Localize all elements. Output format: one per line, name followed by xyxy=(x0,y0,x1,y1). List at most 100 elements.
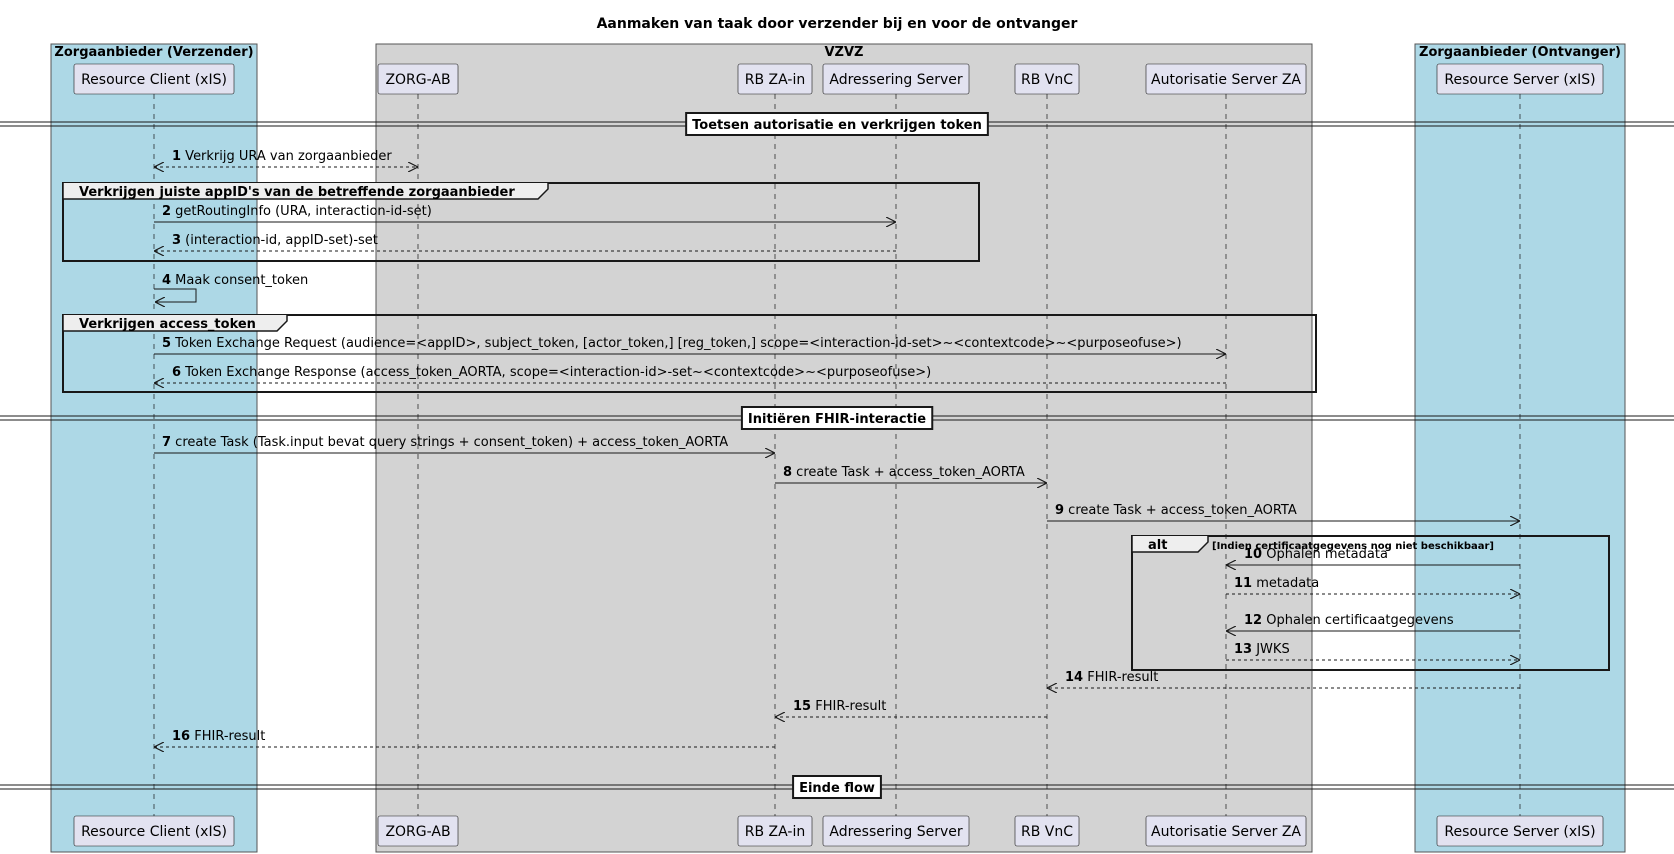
message-6: 6 Token Exchange Response (access_token_… xyxy=(154,365,1226,383)
message-text: create Task (Task.input bevat query stri… xyxy=(171,435,728,450)
separator-label: Initiëren FHIR-interactie xyxy=(748,412,926,427)
separator-label: Toetsen autorisatie en verkrijgen token xyxy=(692,118,982,133)
message-number: 14 xyxy=(1065,670,1083,685)
message-label: 7 create Task (Task.input bevat query st… xyxy=(162,435,728,450)
message-number: 9 xyxy=(1055,503,1064,518)
participant-label: Resource Server (xIS) xyxy=(1444,824,1595,840)
participant-label: Resource Client (xIS) xyxy=(81,824,227,840)
participant-zab-bottom: ZORG-AB xyxy=(377,815,459,847)
message-12: 12 Ophalen certificaatgegevens xyxy=(1226,613,1520,631)
message-text: FHIR-result xyxy=(1083,670,1158,685)
message-number: 16 xyxy=(172,729,190,744)
group-frame: Verkrijgen juiste appID's van de betreff… xyxy=(62,182,980,262)
participant-label: RB VnC xyxy=(1021,824,1073,840)
message-label: 1 Verkrijg URA van zorgaanbieder xyxy=(172,149,392,164)
participant-rbza-bottom: RB ZA-in xyxy=(737,815,813,847)
message-number: 3 xyxy=(172,233,181,248)
message-text: Token Exchange Request (audience=<appID>… xyxy=(171,336,1182,351)
message-number: 8 xyxy=(783,465,792,480)
participant-label: Autorisatie Server ZA xyxy=(1151,72,1301,88)
participant-adr-top: Adressering Server xyxy=(822,63,970,95)
message-number: 5 xyxy=(162,336,171,351)
message-label: 13 JWKS xyxy=(1234,642,1290,657)
separator: Einde flow xyxy=(0,775,1674,799)
participant-rbvnc-bottom: RB VnC xyxy=(1014,815,1080,847)
message-number: 6 xyxy=(172,365,181,380)
participant-label: Resource Server (xIS) xyxy=(1444,72,1595,88)
message-13: 13 JWKS xyxy=(1226,642,1520,660)
participant-rc-bottom: Resource Client (xIS) xyxy=(73,815,235,847)
participant-adr-bottom: Adressering Server xyxy=(822,815,970,847)
participant-rs-top: Resource Server (xIS) xyxy=(1436,63,1604,95)
message-text: metadata xyxy=(1252,576,1319,591)
message-text: JWKS xyxy=(1252,642,1290,657)
message-15: 15 FHIR-result xyxy=(775,699,1047,717)
message-number: 15 xyxy=(793,699,811,714)
message-number: 7 xyxy=(162,435,171,450)
separator-label: Einde flow xyxy=(799,781,875,796)
message-text: Ophalen metadata xyxy=(1262,547,1388,562)
message-label: 2 getRoutingInfo (URA, interaction-id-se… xyxy=(162,204,432,219)
message-text: FHIR-result xyxy=(190,729,265,744)
message-label: 6 Token Exchange Response (access_token_… xyxy=(172,365,931,380)
message-number: 13 xyxy=(1234,642,1252,657)
separator: Initiëren FHIR-interactie xyxy=(0,406,1674,430)
message-4: 4 Maak consent_token xyxy=(154,273,308,302)
message-2: 2 getRoutingInfo (URA, interaction-id-se… xyxy=(154,204,896,222)
message-number: 11 xyxy=(1234,576,1252,591)
message-label: 4 Maak consent_token xyxy=(162,273,308,288)
group-label: alt xyxy=(1148,538,1167,553)
group-label: Verkrijgen access_token xyxy=(79,317,256,332)
message-text: getRoutingInfo (URA, interaction-id-set) xyxy=(171,204,432,219)
message-number: 2 xyxy=(162,204,171,219)
message-text: Ophalen certificaatgegevens xyxy=(1262,613,1454,628)
box-label: Zorgaanbieder (Verzender) xyxy=(54,45,253,60)
group-condition: [Indien certificaatgegevens nog niet bes… xyxy=(1212,541,1494,552)
participant-label: RB VnC xyxy=(1021,72,1073,88)
message-3: 3 (interaction-id, appID-set)-set xyxy=(154,233,896,251)
group-label: Verkrijgen juiste appID's van de betreff… xyxy=(79,185,515,200)
message-text: FHIR-result xyxy=(811,699,886,714)
message-label: 14 FHIR-result xyxy=(1065,670,1158,685)
participant-rs-bottom: Resource Server (xIS) xyxy=(1436,815,1604,847)
box-label: VZVZ xyxy=(825,45,864,60)
message-number: 10 xyxy=(1244,547,1262,562)
message-label: 9 create Task + access_token_AORTA xyxy=(1055,503,1297,518)
message-7: 7 create Task (Task.input bevat query st… xyxy=(154,435,775,453)
message-8: 8 create Task + access_token_AORTA xyxy=(775,465,1047,483)
message-text: Maak consent_token xyxy=(171,273,308,288)
participant-label: Adressering Server xyxy=(829,72,962,88)
message-label: 3 (interaction-id, appID-set)-set xyxy=(172,233,378,248)
message-label: 8 create Task + access_token_AORTA xyxy=(783,465,1025,480)
message-label: 15 FHIR-result xyxy=(793,699,886,714)
participant-label: Resource Client (xIS) xyxy=(81,72,227,88)
message-label: 16 FHIR-result xyxy=(172,729,265,744)
message-number: 1 xyxy=(172,149,181,164)
participant-label: Autorisatie Server ZA xyxy=(1151,824,1301,840)
group-frame: Verkrijgen access_token xyxy=(62,314,1317,393)
message-label: 10 Ophalen metadata xyxy=(1244,547,1388,562)
participant-label: RB ZA-in xyxy=(745,72,805,88)
message-16: 16 FHIR-result xyxy=(154,729,775,747)
participant-label: ZORG-AB xyxy=(385,72,450,88)
message-label: 11 metadata xyxy=(1234,576,1319,591)
participant-label: RB ZA-in xyxy=(745,824,805,840)
participant-zab-top: ZORG-AB xyxy=(377,63,459,95)
diagram-title: Aanmaken van taak door verzender bij en … xyxy=(597,16,1078,32)
message-number: 4 xyxy=(162,273,171,288)
message-text: create Task + access_token_AORTA xyxy=(1064,503,1297,518)
participant-label: Adressering Server xyxy=(829,824,962,840)
message-text: Verkrijg URA van zorgaanbieder xyxy=(181,149,392,164)
message-text: Token Exchange Response (access_token_AO… xyxy=(181,365,931,380)
message-5: 5 Token Exchange Request (audience=<appI… xyxy=(154,336,1226,354)
participant-rbza-top: RB ZA-in xyxy=(737,63,813,95)
participant-asza-bottom: Autorisatie Server ZA xyxy=(1145,815,1307,847)
group-frame: alt [Indien certificaatgegevens nog niet … xyxy=(1131,535,1610,671)
message-text: (interaction-id, appID-set)-set xyxy=(181,233,378,248)
box-label: Zorgaanbieder (Ontvanger) xyxy=(1419,45,1621,60)
participant-box-vzvz: VZVZ xyxy=(375,43,1313,853)
message-9: 9 create Task + access_token_AORTA xyxy=(1047,503,1520,521)
message-1: 1 Verkrijg URA van zorgaanbieder xyxy=(154,149,418,167)
message-label: 12 Ophalen certificaatgegevens xyxy=(1244,613,1454,628)
message-14: 14 FHIR-result xyxy=(1047,670,1520,688)
